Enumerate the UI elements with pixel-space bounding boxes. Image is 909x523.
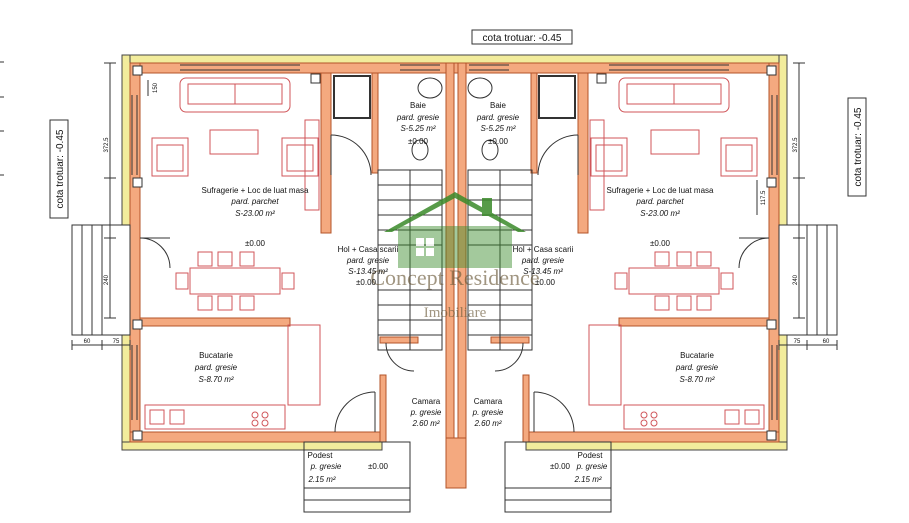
corner-columns — [132, 65, 777, 441]
terrace-right — [778, 224, 838, 336]
bucatarie-left-area: S-8.70 m² — [198, 375, 233, 384]
baie-right-floor: pard. gresie — [476, 113, 520, 122]
baie-right-level: ±0.00 — [488, 137, 509, 146]
living-right-name: Sufragerie + Loc de luat masa — [607, 186, 715, 195]
baie-left-name: Baie — [410, 101, 427, 110]
cota-right-label: cota trotuar: -0.45 — [853, 107, 864, 186]
dim-240-right: 240 — [793, 274, 799, 285]
watermark-line1: Concept Residence — [370, 265, 539, 290]
hol-right-floor: pard. gresie — [521, 256, 565, 265]
hol-right-area: S-13.45 m² — [523, 267, 563, 276]
room-labels-right: Baie pard. gresie S-5.25 m² ±0.00 Sufrag… — [472, 101, 719, 484]
podest-right-name: Podest — [578, 451, 604, 460]
dimension-lines — [71, 62, 838, 350]
baie-right-area: S-5.25 m² — [480, 124, 515, 133]
door-swings — [139, 134, 770, 433]
entrance-steps-left — [303, 441, 411, 513]
hol-left-area: S-13.45 m² — [348, 267, 388, 276]
dim-1175: 117.5 — [761, 190, 767, 205]
camara-left-area: 2.60 m² — [411, 419, 439, 428]
structural-walls — [129, 62, 780, 489]
podest-left-area: 2.15 m² — [307, 475, 335, 484]
furniture-right — [588, 77, 765, 430]
camara-left-floor: p. gresie — [410, 408, 442, 417]
hol-left-floor: pard. gresie — [346, 256, 390, 265]
watermark-logo: Concept Residence Imobiliare — [370, 192, 540, 321]
living-left-level: ±0.00 — [245, 239, 266, 248]
camara-left-name: Camara — [412, 397, 441, 406]
living-left-area: S-23.00 m² — [235, 209, 275, 218]
bucatarie-right-area: S-8.70 m² — [679, 375, 714, 384]
camara-right-area: 2.60 m² — [473, 419, 501, 428]
podest-left-floor: p. gresie — [310, 462, 342, 471]
podest-left-name: Podest — [308, 451, 334, 460]
bucatarie-right-name: Bucatarie — [680, 351, 714, 360]
podest-right-level: ±0.00 — [550, 462, 571, 471]
dim-240-left: 240 — [104, 274, 110, 285]
baie-left-area: S-5.25 m² — [400, 124, 435, 133]
dim-372-left: 372.5 — [104, 137, 110, 153]
camara-right-floor: p. gresie — [472, 408, 504, 417]
terrace-left — [71, 224, 131, 336]
interior-stairs-right — [467, 169, 533, 351]
furniture-left — [144, 77, 321, 430]
left-edge-ticks — [0, 61, 4, 176]
watermark-line2: Imobiliare — [424, 305, 487, 321]
living-left-floor: pard. parchet — [230, 197, 279, 206]
cota-left-box — [49, 119, 69, 219]
room-labels-left: Baie pard. gresie S-5.25 m² ±0.00 Sufrag… — [194, 101, 442, 484]
dim-372-right: 372.5 — [793, 137, 799, 153]
hol-left-name: Hol + Casa scarii — [338, 245, 399, 254]
dimension-texts: 150 372.5 372.5 240 240 117.5 60 75 75 6… — [84, 82, 830, 345]
bathroom-fixtures — [333, 75, 576, 161]
cota-right-box — [847, 97, 867, 197]
camara-right-name: Camara — [474, 397, 503, 406]
dim-60-left: 60 — [84, 339, 91, 345]
dim-75-left: 75 — [113, 339, 120, 345]
bucatarie-right-floor: pard. gresie — [675, 363, 719, 372]
podest-left-level: ±0.00 — [368, 462, 389, 471]
baie-left-level: ±0.00 — [408, 137, 429, 146]
living-right-area: S-23.00 m² — [640, 209, 680, 218]
dim-150: 150 — [153, 82, 159, 93]
podest-right-floor: p. gresie — [576, 462, 608, 471]
cota-top-box — [471, 29, 573, 45]
baie-right-name: Baie — [490, 101, 507, 110]
podest-right-area: 2.15 m² — [573, 475, 601, 484]
windows — [131, 64, 778, 420]
hol-left-level: ±0.00 — [356, 278, 377, 287]
hol-right-level: ±0.00 — [535, 278, 556, 287]
dim-60-right: 60 — [823, 339, 830, 345]
bucatarie-left-floor: pard. gresie — [194, 363, 238, 372]
living-right-floor: pard. parchet — [635, 197, 684, 206]
cota-left-label: cota trotuar: -0.45 — [55, 129, 66, 208]
living-left-name: Sufragerie + Loc de luat masa — [202, 186, 310, 195]
hol-right-name: Hol + Casa scarii — [513, 245, 574, 254]
living-right-level: ±0.00 — [650, 239, 671, 248]
baie-left-floor: pard. gresie — [396, 113, 440, 122]
cota-top-label: cota trotuar: -0.45 — [483, 33, 562, 44]
entrance-steps-right — [504, 441, 612, 513]
bucatarie-left-name: Bucatarie — [199, 351, 233, 360]
dim-75-right: 75 — [794, 339, 801, 345]
